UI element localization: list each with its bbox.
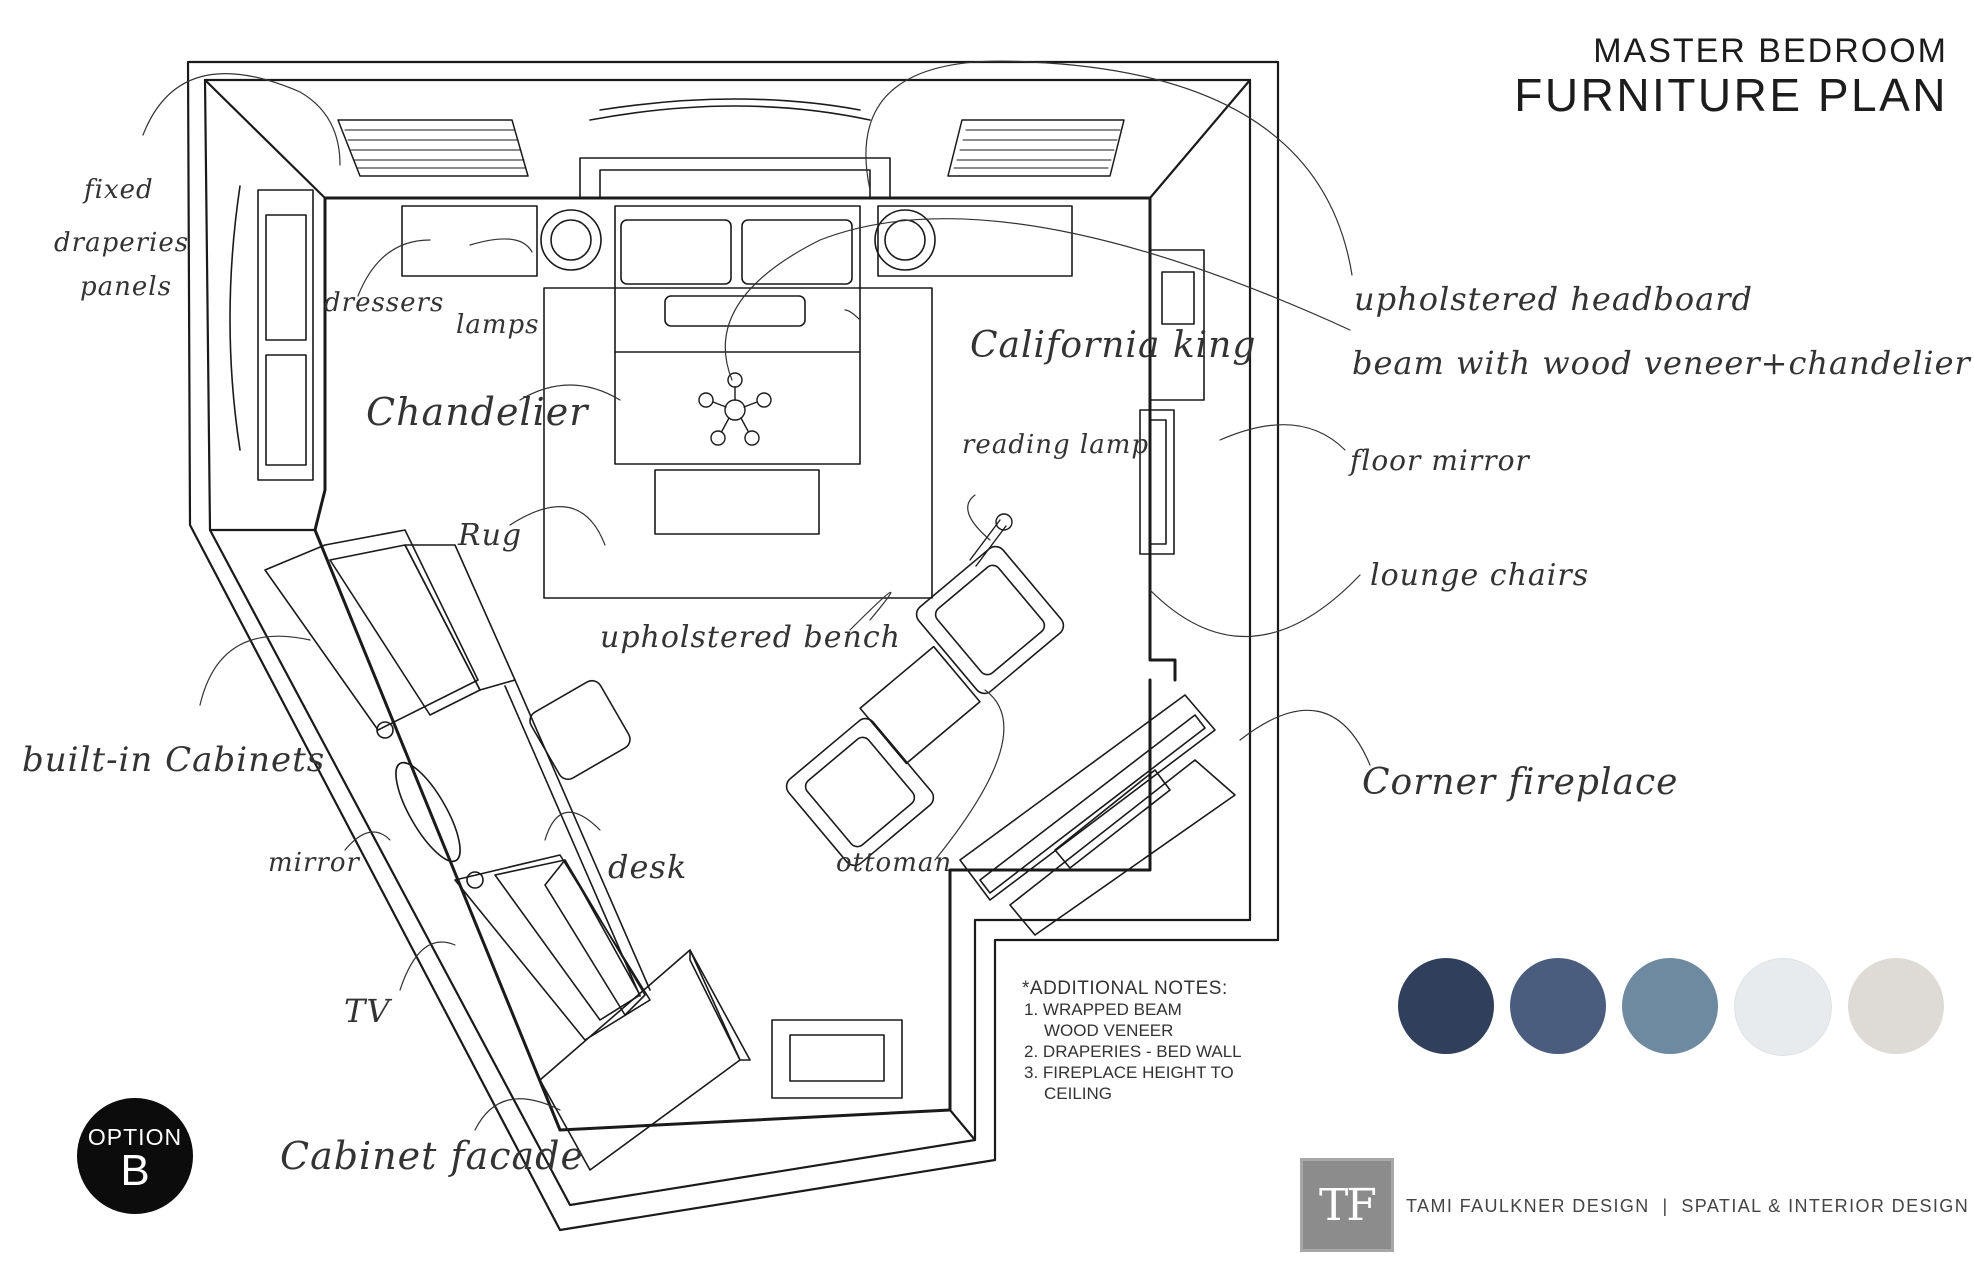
annotation-fixed-draperies-3: panels [80, 272, 172, 302]
note-number: 2. [1024, 1042, 1039, 1061]
annotation-chandelier: Chandelier [366, 390, 589, 434]
note-text: WRAPPED BEAM [1042, 1000, 1182, 1019]
annotation-corner-fireplace: Corner fireplace [1362, 762, 1679, 803]
annotation-desk: desk [608, 848, 688, 886]
entry-cabinet [771, 1019, 903, 1099]
floor-mirror [1139, 409, 1175, 555]
cabinet-facade [539, 949, 751, 1171]
option-label: OPTION [87, 1124, 183, 1150]
annotation-fixed-draperies-1: fixed [84, 175, 154, 205]
corner-fireplace [959, 694, 1236, 936]
note-item: 1. WRAPPED BEAM WOOD VENEER [1022, 999, 1242, 1041]
plan-title-line1: MASTER BEDROOM [1593, 32, 1948, 70]
bedside-lamps [540, 209, 936, 271]
additional-notes: *ADDITIONAL NOTES: 1. WRAPPED BEAM WOOD … [1022, 978, 1242, 1104]
annotation-upholstered-headboard: upholstered headboard [1354, 280, 1754, 318]
notes-title: *ADDITIONAL NOTES: [1022, 978, 1228, 999]
windows-shutters [337, 119, 1125, 177]
annotation-mirror: mirror [268, 848, 360, 878]
plan-title-line2: FURNITURE PLAN [1514, 69, 1948, 121]
palette-swatch-greige [1848, 958, 1944, 1054]
annotation-lamps: lamps [456, 310, 540, 340]
logo-monogram: TF [1319, 1179, 1377, 1231]
beam-and-ceiling-detail [579, 98, 891, 199]
built-in-cabinets [264, 529, 651, 997]
note-number: 1. [1024, 1000, 1039, 1019]
brand-tagline: TAMI FAULKNER DESIGN | SPATIAL & INTERIO… [1406, 1196, 1970, 1216]
california-king-bed [614, 205, 861, 465]
annotation-tv: TV [344, 992, 391, 1030]
annotation-built-in-cabinets: built-in Cabinets [22, 740, 326, 780]
chandelier [698, 372, 772, 446]
annotation-dressers: dressers [324, 288, 445, 318]
desk-and-tv-console [376, 721, 651, 1041]
note-text: FIREPLACE HEIGHT TO [1042, 1063, 1234, 1082]
option-letter: B [120, 1146, 150, 1195]
upholstered-bench [654, 469, 820, 535]
palette-swatch-navy [1398, 958, 1494, 1054]
vanity-mirror [395, 761, 461, 863]
brand-logo: TF [1300, 1158, 1394, 1252]
color-palette [1398, 958, 1944, 1056]
palette-swatch-pale-gray [1734, 958, 1832, 1056]
annotation-ottoman: ottoman [836, 848, 953, 878]
annotation-lounge-chairs: lounge chairs [1370, 558, 1590, 593]
annotation-california-king: California king [970, 325, 1257, 366]
annotation-fixed-draperies-2: draperies [54, 228, 190, 258]
reading-lamp [969, 513, 1013, 567]
drapery-doors-left [229, 185, 314, 481]
ottoman [529, 679, 631, 781]
note-text-continued: WOOD VENEER [1044, 1021, 1174, 1040]
leader-lines [142, 60, 1371, 1131]
annotation-rug: Rug [458, 518, 523, 553]
window-right [1149, 249, 1205, 401]
note-text: DRAPERIES - BED WALL [1042, 1042, 1242, 1061]
dressers [401, 205, 1073, 277]
note-text-continued: CEILING [1044, 1084, 1113, 1103]
palette-swatch-slate-blue [1510, 958, 1606, 1054]
note-number: 3. [1024, 1063, 1039, 1082]
option-badge: OPTION B [77, 1098, 193, 1214]
annotation-reading-lamp: reading lamp [962, 430, 1150, 460]
lounge-chairs [785, 545, 1065, 867]
annotation-upholstered-bench: upholstered bench [600, 620, 901, 655]
annotation-floor-mirror: floor mirror [1350, 444, 1530, 477]
palette-swatch-dusty-blue [1622, 958, 1718, 1054]
rug [543, 287, 933, 599]
note-item: 3. FIREPLACE HEIGHT TO CEILING [1022, 1062, 1242, 1104]
annotation-beam: beam with wood veneer+chandelier [1352, 344, 1971, 382]
annotation-cabinet-facade: Cabinet facade [280, 1134, 584, 1178]
note-item: 2. DRAPERIES - BED WALL [1022, 1041, 1242, 1062]
